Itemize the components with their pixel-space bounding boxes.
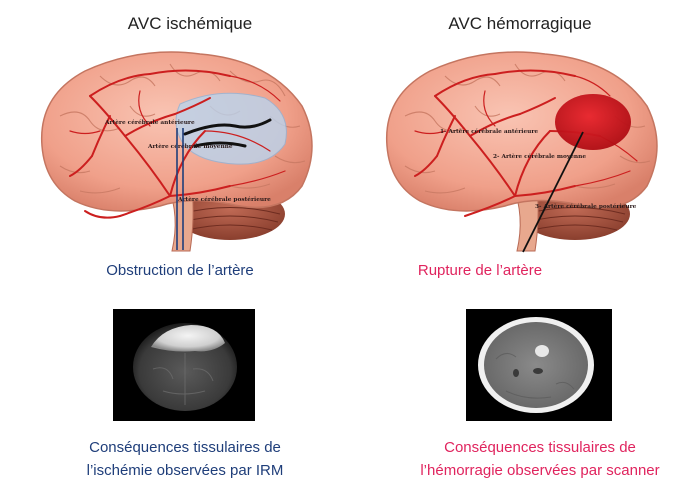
label-middle-artery: 2- Artère cérébrale moyenne <box>493 153 586 160</box>
hemorrhagic-consequence-line2: l’hémorragie observées par scanner <box>420 462 660 479</box>
ischemic-zone <box>175 92 287 165</box>
label-anterior-artery: 1- Artère cérébrale antérieure <box>440 128 538 135</box>
ischemic-consequence-line1: Conséquences tissulaires de <box>89 439 281 456</box>
label-posterior-artery: 3- Artère cérébrale postérieure <box>535 203 637 210</box>
right-title: AVC hémorragique <box>448 14 592 33</box>
label-anterior-artery: Artère cérébrale antérieure <box>104 119 195 126</box>
ischemic-consequence-text: Conséquences tissulaires de l’ischémie o… <box>60 436 310 482</box>
hemorrhagic-consequence-text: Conséquences tissulaires de l’hémorragie… <box>400 436 680 482</box>
hemorrhagic-caption: Rupture de l’artère <box>417 262 543 279</box>
left-title: AVC ischémique <box>127 14 253 33</box>
ischemic-caption: Obstruction de l’artère <box>106 262 254 279</box>
ischemic-brain-illustration: Artère cérébrale antérieure Artère céréb… <box>30 36 330 256</box>
label-posterior-artery: Artère cérébrale postérieure <box>177 196 271 203</box>
mri-scan-image <box>113 309 255 421</box>
hemorrhagic-brain-illustration: 1- Artère cérébrale antérieure 2- Artère… <box>375 36 675 256</box>
label-middle-artery: Artère cérébrale moyenne <box>147 143 233 150</box>
hemorrhagic-consequence-line1: Conséquences tissulaires de <box>444 439 636 456</box>
cerebrum <box>385 51 658 212</box>
ischemic-consequence-line2: l’ischémie observées par IRM <box>86 462 284 479</box>
ct-scan-image <box>466 309 612 421</box>
hemorrhage-zone <box>555 94 631 150</box>
